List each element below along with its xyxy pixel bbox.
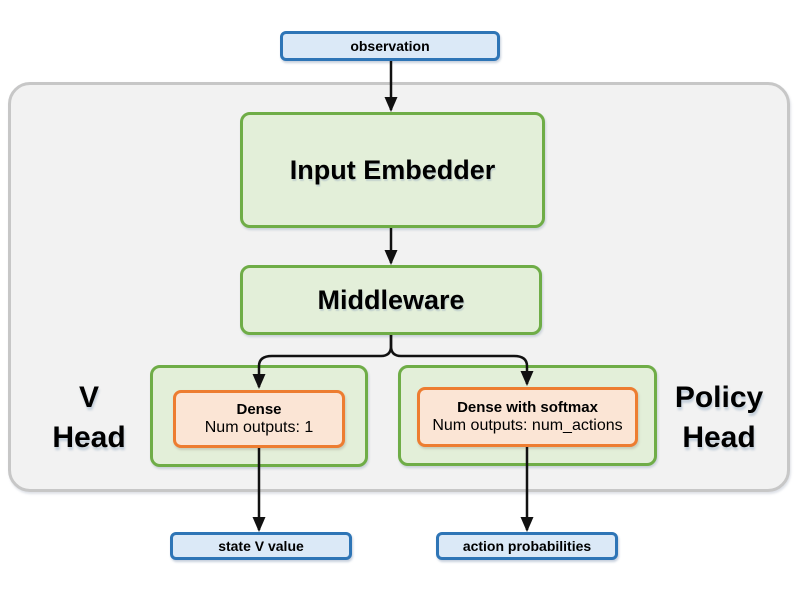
input-embedder-node: Input Embedder — [240, 112, 545, 228]
policy-head-dense-layer: Dense with softmax Num outputs: num_acti… — [417, 387, 638, 447]
middleware-label: Middleware — [317, 284, 465, 315]
policy-head-dense-title: Dense with softmax — [457, 399, 598, 416]
v-head-dense-layer: Dense Num outputs: 1 — [173, 390, 345, 448]
policy-head-dense-detail: Num outputs: num_actions — [432, 417, 623, 434]
input-embedder-label: Input Embedder — [289, 154, 496, 185]
action-probabilities-node: action probabilities — [436, 532, 618, 560]
middleware-node: Middleware — [240, 265, 542, 335]
policy-head-title: Policy Head — [657, 378, 781, 458]
v-head-title: V Head — [28, 378, 150, 458]
v-head-title-line1: V — [78, 381, 99, 414]
state-v-value-label: state V value — [218, 538, 304, 554]
v-head-dense-detail: Num outputs: 1 — [204, 419, 314, 436]
v-head-dense-title: Dense — [236, 401, 282, 418]
observation-node: observation — [280, 31, 500, 61]
observation-label: observation — [350, 38, 430, 54]
policy-head-title-line2: Head — [682, 421, 756, 454]
v-head-title-line2: Head — [52, 421, 126, 454]
policy-head-title-line1: Policy — [674, 381, 764, 414]
action-probabilities-label: action probabilities — [462, 538, 592, 554]
state-v-value-node: state V value — [170, 532, 352, 560]
